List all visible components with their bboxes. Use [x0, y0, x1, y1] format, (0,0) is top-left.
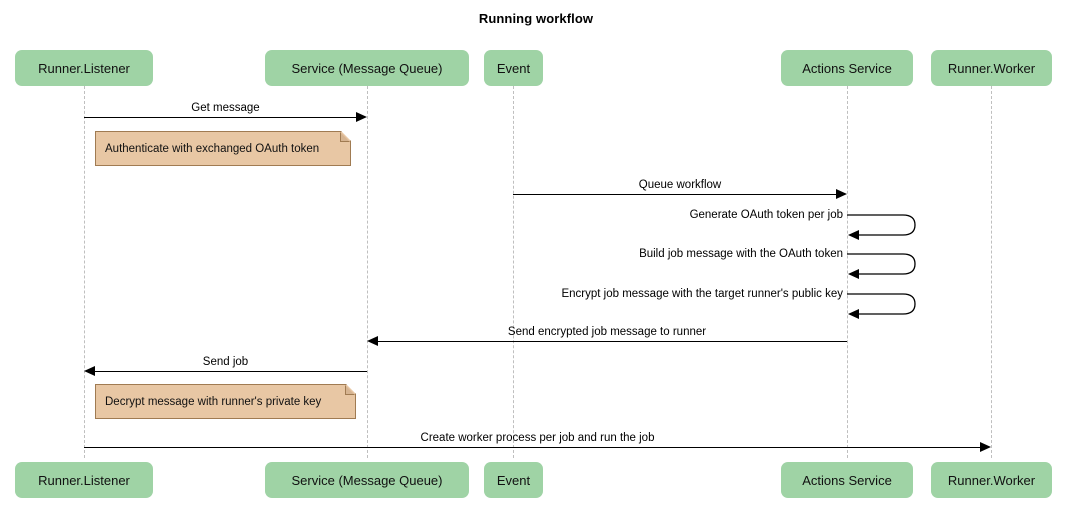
lifeline-event [513, 86, 514, 458]
participant-actions-service-bottom[interactable]: Actions Service [781, 462, 913, 498]
participant-runner-worker-top[interactable]: Runner.Worker [931, 50, 1052, 86]
message-label-build-job-message: Build job message with the OAuth token [639, 248, 843, 260]
message-arrowhead-send-job [84, 366, 95, 376]
participant-service-mq-top[interactable]: Service (Message Queue) [265, 50, 469, 86]
message-selfloop-generate-oauth-token [845, 208, 923, 244]
message-label-get-message: Get message [191, 102, 260, 114]
participant-label: Runner.Worker [947, 472, 1036, 488]
message-label-send-job: Send job [202, 356, 249, 368]
participant-event-top[interactable]: Event [484, 50, 543, 86]
lifeline-runner-worker [991, 86, 992, 458]
message-line-get-message [84, 117, 356, 118]
message-arrowhead-queue-workflow [836, 189, 847, 199]
message-line-queue-workflow [513, 194, 836, 195]
participant-label: Runner.Worker [947, 60, 1036, 76]
message-label-encrypt-job-message: Encrypt job message with the target runn… [561, 288, 843, 300]
note-authenticate: Authenticate with exchanged OAuth token [95, 131, 351, 166]
participant-label: Event [496, 60, 531, 76]
message-label-generate-oauth-token: Generate OAuth token per job [689, 209, 843, 221]
note-fold-icon [340, 132, 350, 142]
note-label: Authenticate with exchanged OAuth token [105, 142, 320, 155]
participant-service-mq-bottom[interactable]: Service (Message Queue) [265, 462, 469, 498]
participant-label: Service (Message Queue) [291, 472, 443, 488]
note-fold-icon [345, 385, 355, 395]
message-line-send-encrypted-job [378, 341, 847, 342]
message-label-send-encrypted-job: Send encrypted job message to runner [507, 326, 707, 338]
lifeline-runner-listener [84, 86, 85, 458]
participant-actions-service-top[interactable]: Actions Service [781, 50, 913, 86]
message-label-create-worker-process: Create worker process per job and run th… [420, 432, 655, 444]
lifeline-service-mq [367, 86, 368, 458]
note-label: Decrypt message with runner's private ke… [105, 395, 322, 408]
message-arrowhead-get-message [356, 112, 367, 122]
participant-label: Actions Service [802, 472, 892, 488]
message-arrowhead-create-worker-process [980, 442, 991, 452]
participant-runner-worker-bottom[interactable]: Runner.Worker [931, 462, 1052, 498]
lifeline-actions-service [847, 86, 848, 458]
message-arrowhead-send-encrypted-job [367, 336, 378, 346]
participant-label: Actions Service [802, 60, 892, 76]
message-line-send-job [95, 371, 367, 372]
participant-event-bottom[interactable]: Event [484, 462, 543, 498]
message-label-queue-workflow: Queue workflow [638, 179, 722, 191]
participant-runner-listener-bottom[interactable]: Runner.Listener [15, 462, 153, 498]
message-line-create-worker-process [84, 447, 980, 448]
page-title: Running workflow [478, 11, 594, 26]
participant-label: Runner.Listener [38, 472, 130, 488]
note-decrypt: Decrypt message with runner's private ke… [95, 384, 356, 419]
participant-label: Event [496, 472, 531, 488]
message-selfloop-build-job-message [845, 247, 923, 283]
participant-label: Service (Message Queue) [291, 60, 443, 76]
participant-runner-listener-top[interactable]: Runner.Listener [15, 50, 153, 86]
message-selfloop-encrypt-job-message [845, 287, 923, 323]
participant-label: Runner.Listener [38, 60, 130, 76]
